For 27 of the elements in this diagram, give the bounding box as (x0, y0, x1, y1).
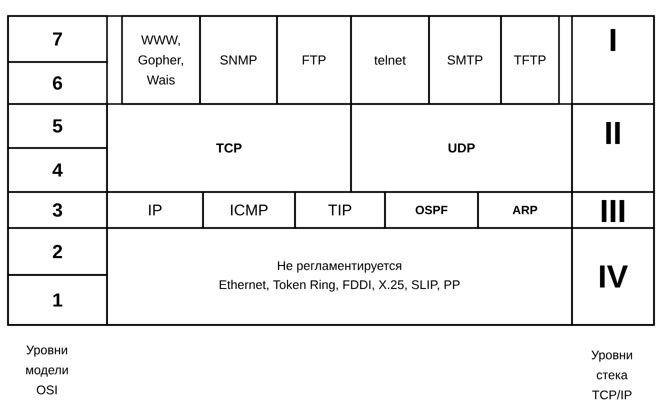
protocol-cell: UDP (350, 103, 573, 193)
stack-level-cell: I (571, 15, 655, 105)
layer-number-cell: 6 (7, 61, 108, 105)
protocol-cell: TCP (106, 103, 352, 193)
protocol-cell: Не регламентируется Ethernet, Token Ring, FDDI, X.25, SLIP, PP (106, 227, 573, 326)
layer-number-cell: 5 (7, 103, 108, 149)
layer-number-cell: 7 (7, 15, 108, 63)
layer-number-cell: 4 (7, 147, 108, 193)
layer-number-cell: 2 (7, 227, 108, 276)
layer-number-cell: 3 (7, 191, 108, 229)
protocol-cell: ARP (477, 191, 573, 229)
protocol-cell: TFTP (500, 15, 560, 105)
column-caption: Уровни стека TCP/IP (591, 350, 632, 400)
protocol-cell: ICMP (202, 191, 296, 229)
stack-level-cell: IV (571, 227, 655, 326)
stack-level-cell: II (571, 103, 655, 193)
protocol-cell: WWW, Gopher, Wais (121, 15, 201, 105)
protocol-cell: OSPF (384, 191, 479, 229)
protocol-cell: telnet (350, 15, 430, 105)
protocol-cell: SMTP (428, 15, 502, 105)
protocol-cell: TIP (294, 191, 386, 229)
protocol-cell: SNMP (199, 15, 278, 105)
column-caption: Уровни модели OSI (26, 346, 68, 394)
protocol-cell: IP (106, 191, 204, 229)
protocol-cell: FTP (276, 15, 352, 105)
stack-level-cell: III (571, 191, 655, 229)
layer-number-cell: 1 (7, 274, 108, 326)
